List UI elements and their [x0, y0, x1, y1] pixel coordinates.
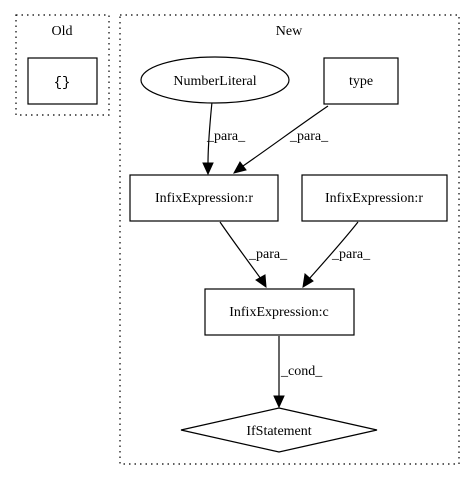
old-cluster-label: Old [52, 24, 73, 39]
edge-label: _para_ [331, 247, 371, 262]
node-box [129, 174, 279, 222]
edge-label: _para_ [206, 129, 246, 144]
arrow-head [255, 274, 267, 289]
edge-infix-r-left-to-infix-c: _para_ [219, 221, 288, 289]
node-label: IfStatement [246, 424, 311, 439]
edge-label: _para_ [248, 247, 288, 262]
node-label: InfixExpression:c [229, 305, 329, 320]
node-infix-expression-c[interactable]: InfixExpression:c [204, 288, 355, 336]
node-box [301, 174, 448, 222]
node-box [27, 57, 98, 105]
new-cluster-label: New [276, 24, 303, 39]
edge-type-to-infix-r: _para_ [233, 105, 329, 174]
node-label: {} [54, 75, 71, 91]
arrow-head [273, 395, 285, 409]
new-cluster-border [119, 14, 460, 465]
old-cluster: Old [15, 14, 110, 116]
arrow-head [302, 273, 314, 288]
node-box [323, 57, 399, 105]
edge-infix-c-to-if-statement: _cond_ [273, 336, 323, 409]
node-label: type [349, 74, 373, 89]
edge-infix-r-right-to-infix-c: _para_ [302, 221, 371, 288]
edge-label: _para_ [289, 129, 329, 144]
arrow-head [233, 161, 247, 174]
edge-line [308, 221, 359, 280]
node-label: InfixExpression:r [155, 191, 253, 206]
node-number-literal[interactable]: NumberLiteral [140, 56, 290, 104]
new-cluster: New [119, 14, 460, 465]
node-box [204, 288, 355, 336]
node-label: NumberLiteral [173, 74, 256, 89]
node-infix-expression-r-left[interactable]: InfixExpression:r [129, 174, 279, 222]
edge-label: _cond_ [280, 364, 323, 379]
node-label: InfixExpression:r [325, 191, 423, 206]
edge-line [219, 221, 262, 280]
node-type[interactable]: type [323, 57, 399, 105]
arrow-head [202, 162, 214, 176]
node-if-statement[interactable]: IfStatement [180, 407, 378, 453]
node-infix-expression-r-right[interactable]: InfixExpression:r [301, 174, 448, 222]
edge-line [207, 101, 213, 165]
old-cluster-border [15, 14, 110, 116]
node-ellipse [140, 56, 290, 104]
node-diamond [180, 407, 378, 453]
edge-number-literal-to-infix-r: _para_ [202, 101, 246, 176]
node-empty-block[interactable]: {} [27, 57, 98, 105]
edge-line [242, 105, 329, 167]
